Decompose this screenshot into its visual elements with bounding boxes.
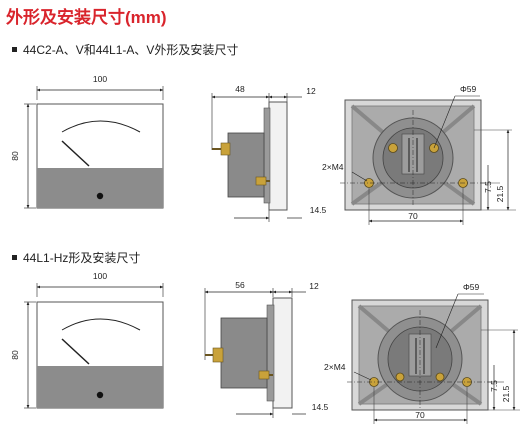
back-screws-label: 2×M4 [324, 362, 346, 372]
section-2-heading: 44L1-Hz形及安装尺寸 [12, 249, 140, 266]
side-depth-label: 48 [235, 84, 245, 94]
back-offset-label: 7.5 [489, 380, 499, 392]
side-stud-label: 14.5 [312, 402, 329, 412]
side-flange-label: 12 [309, 281, 319, 291]
back-vertical-label: 21.5 [501, 385, 511, 402]
back-offset-label: 7.5 [483, 181, 493, 193]
section-2-heading-text: 44L1-Hz形及安装尺寸 [23, 251, 141, 265]
back-view-2: Φ59 2×M4 70 7.5 21.5 [324, 282, 520, 424]
section-1-heading-text: 44C2-A、V和44L1-A、V外形及安装尺寸 [23, 43, 239, 57]
back-span-label: 70 [415, 410, 425, 420]
side-view-2: 56 12 14.5 [204, 280, 329, 418]
front-view-2: 100 80 [10, 271, 164, 409]
side-stud-label: 14.5 [310, 205, 327, 215]
side-depth-label: 56 [235, 280, 245, 290]
front-width-label: 100 [93, 74, 107, 84]
side-view-1: 48 12 14.5 [211, 84, 327, 222]
front-height-label: 80 [10, 151, 20, 161]
front-width-label: 100 [93, 271, 107, 281]
section-1-heading: 44C2-A、V和44L1-A、V外形及安装尺寸 [12, 41, 238, 58]
back-diameter-label: Φ59 [463, 282, 480, 292]
front-height-label: 80 [10, 350, 20, 360]
page-title: 外形及安装尺寸(mm) [6, 8, 167, 27]
back-screws-label: 2×M4 [322, 162, 344, 172]
back-vertical-label: 21.5 [495, 185, 505, 202]
front-view-1: 100 80 [10, 74, 164, 209]
back-span-label: 70 [408, 211, 418, 221]
back-view-1: Φ59 2×M4 70 7.5 21.5 [322, 84, 516, 225]
bullet-icon [12, 47, 17, 52]
side-flange-label: 12 [306, 86, 316, 96]
bullet-icon [12, 255, 17, 260]
back-diameter-label: Φ59 [460, 84, 477, 94]
